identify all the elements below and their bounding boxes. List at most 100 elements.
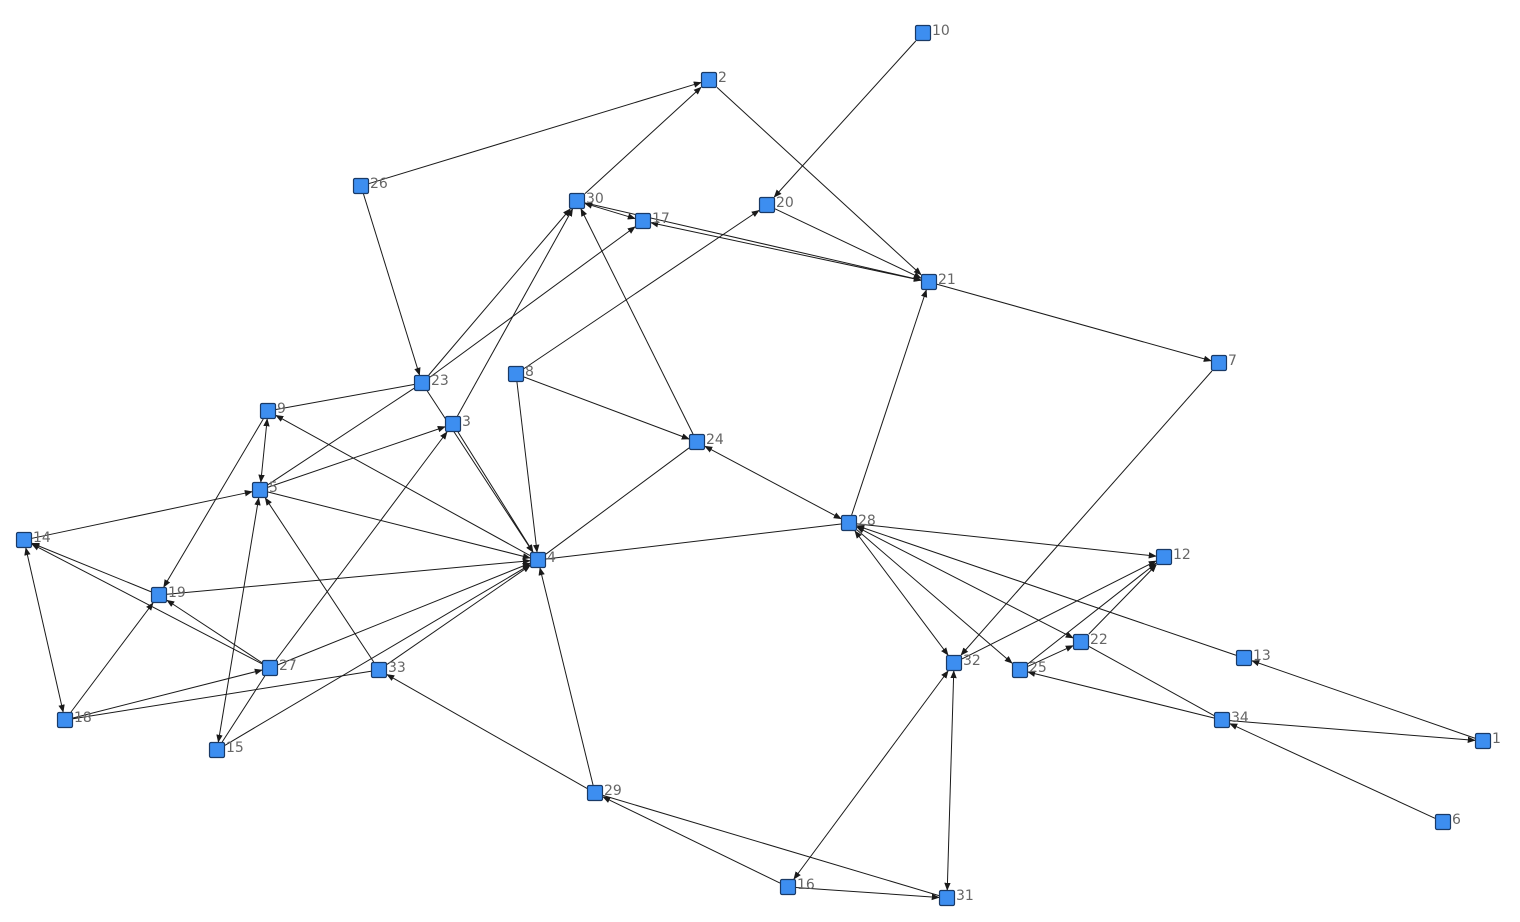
node-square[interactable] [251,481,269,499]
node-34[interactable]: 34 [1213,710,1249,729]
node-27[interactable]: 27 [261,658,297,677]
node-label: 13 [1253,648,1271,664]
node-square[interactable] [370,661,388,679]
node-square[interactable] [779,878,797,896]
node-label: 32 [963,653,981,669]
node-14[interactable]: 14 [15,530,51,549]
node-square[interactable] [1072,633,1090,651]
node-10[interactable]: 10 [914,23,950,42]
node-21[interactable]: 21 [920,272,956,291]
node-square[interactable] [688,433,706,451]
edge-25-12 [1027,562,1157,665]
node-1[interactable]: 1 [1474,731,1501,750]
node-20[interactable]: 20 [758,195,794,214]
node-label: 8 [525,364,534,380]
node-label: 16 [797,877,815,893]
edge-13-28 [856,525,1237,656]
edge-27-15 [221,675,266,743]
node-square[interactable] [150,586,168,604]
node-square[interactable] [444,415,462,433]
node-square[interactable] [1155,548,1173,566]
node-30[interactable]: 30 [568,191,604,210]
edge-23-30 [428,208,571,376]
edge-14-5 [31,490,253,539]
edge-9-5 [258,418,270,483]
node-29[interactable]: 29 [586,783,622,802]
node-square[interactable] [920,273,938,291]
edge-23-4 [426,390,534,553]
node-13[interactable]: 13 [1235,648,1271,667]
edge-2-21 [716,86,922,276]
node-square[interactable] [914,24,932,42]
node-square[interactable] [1213,711,1231,729]
edge-25-22 [1027,645,1074,667]
edge-23-17 [429,226,636,378]
edge-30-2 [584,86,702,195]
edge-5-3 [267,426,446,488]
node-18[interactable]: 18 [56,710,92,729]
node-5[interactable]: 5 [251,480,278,499]
node-square[interactable] [15,531,33,549]
node-label: 34 [1231,710,1249,726]
edge-28-25 [856,529,1013,664]
node-square[interactable] [529,551,547,569]
node-19[interactable]: 19 [150,585,186,604]
edge-19-4 [166,558,531,595]
node-33[interactable]: 33 [370,660,406,679]
node-square[interactable] [208,741,226,759]
node-square[interactable] [259,402,277,420]
node-17[interactable]: 17 [634,211,670,230]
node-22[interactable]: 22 [1072,632,1108,651]
node-square[interactable] [1235,649,1253,667]
node-square[interactable] [840,514,858,532]
node-12[interactable]: 12 [1155,547,1191,566]
node-9[interactable]: 9 [259,401,286,420]
edge-16-31 [795,887,940,901]
node-3[interactable]: 3 [444,414,471,433]
edge-22-12 [1088,564,1157,635]
node-square[interactable] [507,365,525,383]
edge-30-17 [584,202,636,220]
node-25[interactable]: 25 [1011,660,1047,679]
node-label: 15 [226,740,244,756]
edge-18-19 [70,602,154,713]
node-layer: 1234567891012131415161718192021222324252… [15,23,1501,907]
node-square[interactable] [352,177,370,195]
edge-27-19 [166,599,263,664]
edge-6-34 [1229,723,1436,819]
node-23[interactable]: 23 [413,373,449,392]
node-28[interactable]: 28 [840,513,876,532]
node-square[interactable] [1210,354,1228,372]
node-16[interactable]: 16 [779,877,815,896]
node-square[interactable] [568,192,586,210]
node-26[interactable]: 26 [352,176,388,195]
node-24[interactable]: 24 [688,432,724,451]
node-15[interactable]: 15 [208,740,244,759]
edge-3-4 [457,431,534,553]
node-square[interactable] [586,784,604,802]
node-square[interactable] [758,196,776,214]
edge-16-32 [793,670,949,880]
node-square[interactable] [945,654,963,672]
node-square[interactable] [1011,661,1029,679]
node-square[interactable] [261,659,279,677]
node-32[interactable]: 32 [945,653,981,672]
node-4[interactable]: 4 [529,550,557,569]
node-square[interactable] [1474,732,1492,750]
node-label: 2 [718,70,727,86]
node-square[interactable] [700,71,718,89]
node-square[interactable] [413,374,431,392]
node-8[interactable]: 8 [507,364,534,383]
node-31[interactable]: 31 [938,888,974,907]
node-square[interactable] [938,889,956,907]
node-label: 33 [388,660,406,676]
node-label: 6 [1452,812,1461,828]
node-label: 14 [33,530,51,546]
node-7[interactable]: 7 [1210,353,1237,372]
node-square[interactable] [1434,813,1452,831]
node-square[interactable] [56,711,74,729]
node-2[interactable]: 2 [700,70,727,89]
node-square[interactable] [634,212,652,230]
node-6[interactable]: 6 [1434,812,1462,831]
edge-5-15 [216,497,261,743]
